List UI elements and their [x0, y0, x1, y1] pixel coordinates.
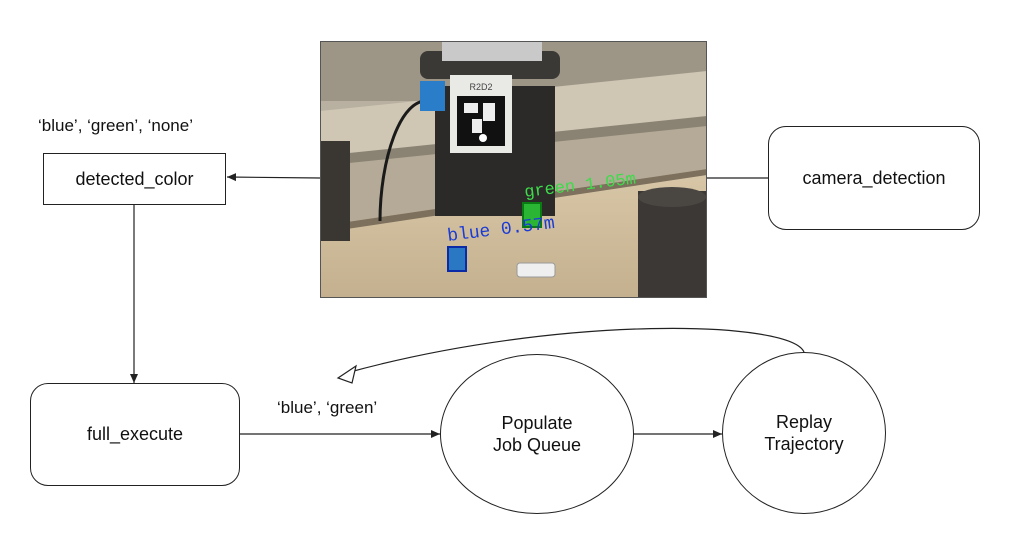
full-execute-label: full_execute	[86, 424, 184, 444]
camera-image: R2D2 green 1.05m blue 0.57m	[320, 41, 707, 298]
populate-line1: Populate	[501, 413, 573, 433]
full-execute-node: full_execute	[30, 383, 240, 486]
detected-color-node: detected_color	[43, 153, 226, 205]
queue-options-label: ‘blue’, ‘green’	[277, 398, 378, 417]
loop-arrowhead	[336, 364, 357, 384]
replay-line2: Trajectory	[764, 434, 844, 454]
populate-line2: Job Queue	[492, 435, 582, 455]
marker-text: R2D2	[469, 82, 492, 92]
replay-line1: Replay	[775, 412, 833, 432]
camera-detection-label: camera_detection	[802, 167, 946, 188]
edge-replay-loop-back	[349, 327, 805, 373]
color-options-label: ‘blue’, ‘green’, ‘none’	[38, 116, 193, 135]
detected-color-label: detected_color	[75, 168, 194, 189]
populate-job-queue-node: Populate Job Queue	[440, 354, 634, 514]
edge-image-to-detected-color	[226, 173, 321, 182]
camera-detection-node: camera_detection	[768, 126, 980, 230]
replay-trajectory-node: Replay Trajectory	[722, 352, 886, 514]
